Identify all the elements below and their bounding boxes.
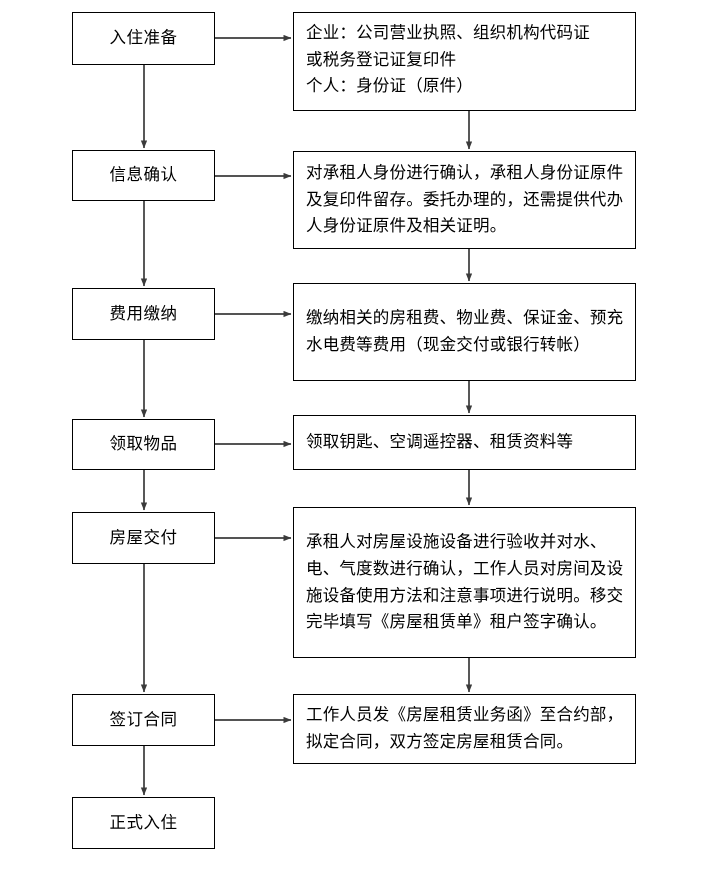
step-label: 费用缴纳 [109,303,178,323]
step-node-ruzhuzhunbei[interactable]: 入住准备 [72,12,215,65]
detail-text: 工作人员发《房屋租赁业务函》至合约部，拟定合同，双方签定房屋租赁合同。 [306,705,624,751]
detail-text: 企业：公司营业执照、组织机构代码证 或税务登记证复印件 个人：身份证（原件） [306,23,590,96]
step-node-zhengshiruzhu[interactable]: 正式入住 [72,797,215,849]
detail-box-xinxiqueren[interactable]: 对承租人身份进行确认，承租人身份证原件及复印件留存。委托办理的，还需提供代办人身… [293,151,636,249]
detail-box-lingquwupin[interactable]: 领取钥匙、空调遥控器、租赁资料等 [293,415,636,470]
step-node-qiandinghetong[interactable]: 签订合同 [72,694,215,746]
detail-text: 缴纳相关的房租费、物业费、保证金、预充水电费等费用（现金交付或银行转帐） [306,308,624,354]
detail-box-fangwujiaofu[interactable]: 承租人对房屋设施设备进行验收并对水、电、气度数进行确认，工作人员对房间及设施设备… [293,507,636,658]
step-node-fangwujiaofu[interactable]: 房屋交付 [72,512,215,564]
detail-box-feiyongjiaona[interactable]: 缴纳相关的房租费、物业费、保证金、预充水电费等费用（现金交付或银行转帐） [293,283,636,381]
detail-box-ruzhuzhunbei[interactable]: 企业：公司营业执照、组织机构代码证 或税务登记证复印件 个人：身份证（原件） [293,12,636,111]
step-label: 领取物品 [109,434,178,454]
step-node-feiyongjiaona[interactable]: 费用缴纳 [72,288,215,340]
detail-text: 对承租人身份进行确认，承租人身份证原件及复印件留存。委托办理的，还需提供代办人身… [306,162,624,236]
detail-text: 承租人对房屋设施设备进行验收并对水、电、气度数进行确认，工作人员对房间及设施设备… [306,532,624,632]
step-label: 信息确认 [109,165,178,185]
step-label: 签订合同 [109,709,178,729]
step-node-xinxiqueren[interactable]: 信息确认 [72,150,215,201]
detail-text: 领取钥匙、空调遥控器、租赁资料等 [306,432,574,452]
step-label: 正式入住 [109,812,178,832]
step-label: 房屋交付 [109,527,178,547]
detail-box-qiandinghetong[interactable]: 工作人员发《房屋租赁业务函》至合约部，拟定合同，双方签定房屋租赁合同。 [293,694,636,764]
step-node-lingquwupin[interactable]: 领取物品 [72,419,215,470]
step-label: 入住准备 [109,28,178,48]
